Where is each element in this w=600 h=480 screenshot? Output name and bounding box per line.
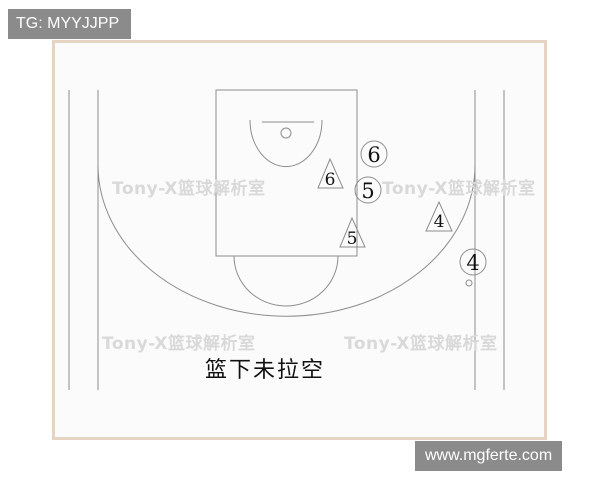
play-title: 篮下未拉空 xyxy=(205,358,326,383)
watermark-right: Tony-X篮球解析室 xyxy=(382,179,536,199)
website-label: www.mgferte.com xyxy=(415,441,563,471)
defense-label-4: 4 xyxy=(434,212,445,232)
court-lines xyxy=(68,89,505,390)
ball-marker xyxy=(465,279,473,287)
defense-player-5: 5 xyxy=(339,216,366,249)
free-throw-semicircle xyxy=(233,255,339,307)
basketball-court-diagram: 6 5 4 6 5 4 xyxy=(68,89,505,390)
offense-label-5: 5 xyxy=(361,179,374,203)
offense-label-4: 4 xyxy=(466,251,479,275)
offense-player-5: 5 xyxy=(354,176,382,204)
defense-player-4: 4 xyxy=(425,200,453,232)
offense-label-6: 6 xyxy=(367,143,380,167)
watermark-left: Tony-X篮球解析室 xyxy=(112,179,266,199)
defense-triangle-4 xyxy=(425,200,453,232)
defense-player-6: 6 xyxy=(317,157,344,190)
defense-label-6: 6 xyxy=(325,170,336,190)
offense-circle-6 xyxy=(360,140,388,168)
offense-circle-5 xyxy=(354,176,382,204)
watermark-lower-right: Tony-X篮球解析室 xyxy=(344,334,498,354)
basket-rim xyxy=(280,127,292,139)
offense-circle-4 xyxy=(459,248,487,276)
watermark-lower-left: Tony-X篮球解析室 xyxy=(102,334,256,354)
top-left-label: TG: MYYJJPP xyxy=(8,9,132,39)
three-point-arc xyxy=(97,164,476,317)
defense-triangle-6 xyxy=(317,157,344,189)
free-throw-lane xyxy=(215,89,358,257)
diagram-board xyxy=(52,40,547,440)
offense-player-4: 4 xyxy=(459,248,487,276)
restricted-area-arc xyxy=(249,119,323,168)
defense-triangle-5 xyxy=(339,216,366,248)
offense-player-6: 6 xyxy=(360,140,388,168)
defense-label-5: 5 xyxy=(347,229,358,249)
